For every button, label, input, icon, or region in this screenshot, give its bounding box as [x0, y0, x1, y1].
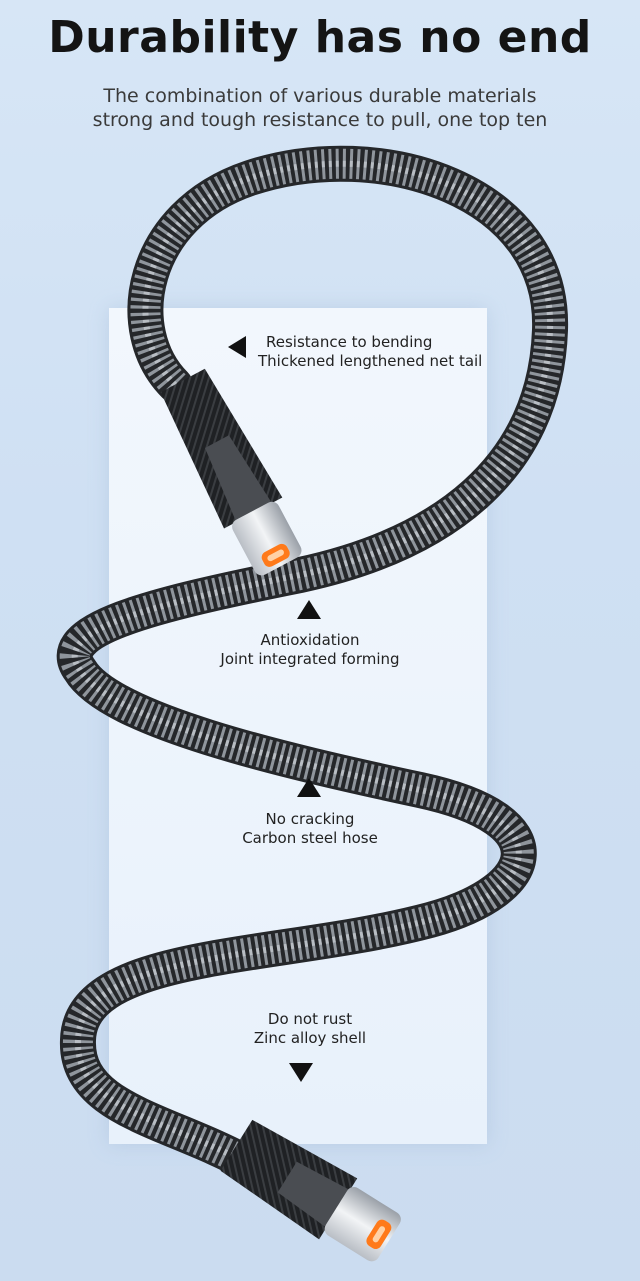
- feature-cracking-detail: Carbon steel hose: [242, 829, 378, 847]
- page-title: Durability has no end: [48, 12, 592, 63]
- subtitle-line-1: The combination of various durable mater…: [103, 85, 537, 107]
- feature-antioxidation: Antioxidation Joint integrated forming: [190, 631, 430, 669]
- subtitle-line-2: strong and tough resistance to pull, one…: [92, 109, 548, 131]
- top-usb-c-connector: [160, 368, 302, 576]
- arrow-left-icon: [228, 336, 246, 358]
- page-subtitle: The combination of various durable mater…: [0, 84, 640, 132]
- feature-bending-detail: Thickened lengthened net tail: [258, 352, 483, 370]
- feature-cracking-title: No cracking: [265, 810, 355, 828]
- feature-rust: Do not rust Zinc alloy shell: [190, 1010, 430, 1048]
- feature-bending: Resistance to bending Thickened lengthen…: [258, 333, 492, 371]
- feature-antioxidation-detail: Joint integrated forming: [220, 650, 400, 668]
- feature-antioxidation-title: Antioxidation: [260, 631, 360, 649]
- arrow-up-icon: [297, 778, 321, 797]
- bottom-usb-c-connector: [220, 1119, 401, 1262]
- feature-rust-title: Do not rust: [267, 1010, 353, 1028]
- feature-rust-detail: Zinc alloy shell: [253, 1029, 367, 1047]
- feature-bending-title: Resistance to bending: [266, 333, 433, 351]
- arrow-down-icon: [289, 1063, 313, 1082]
- arrow-up-icon: [297, 600, 321, 619]
- feature-cracking: No cracking Carbon steel hose: [190, 810, 430, 848]
